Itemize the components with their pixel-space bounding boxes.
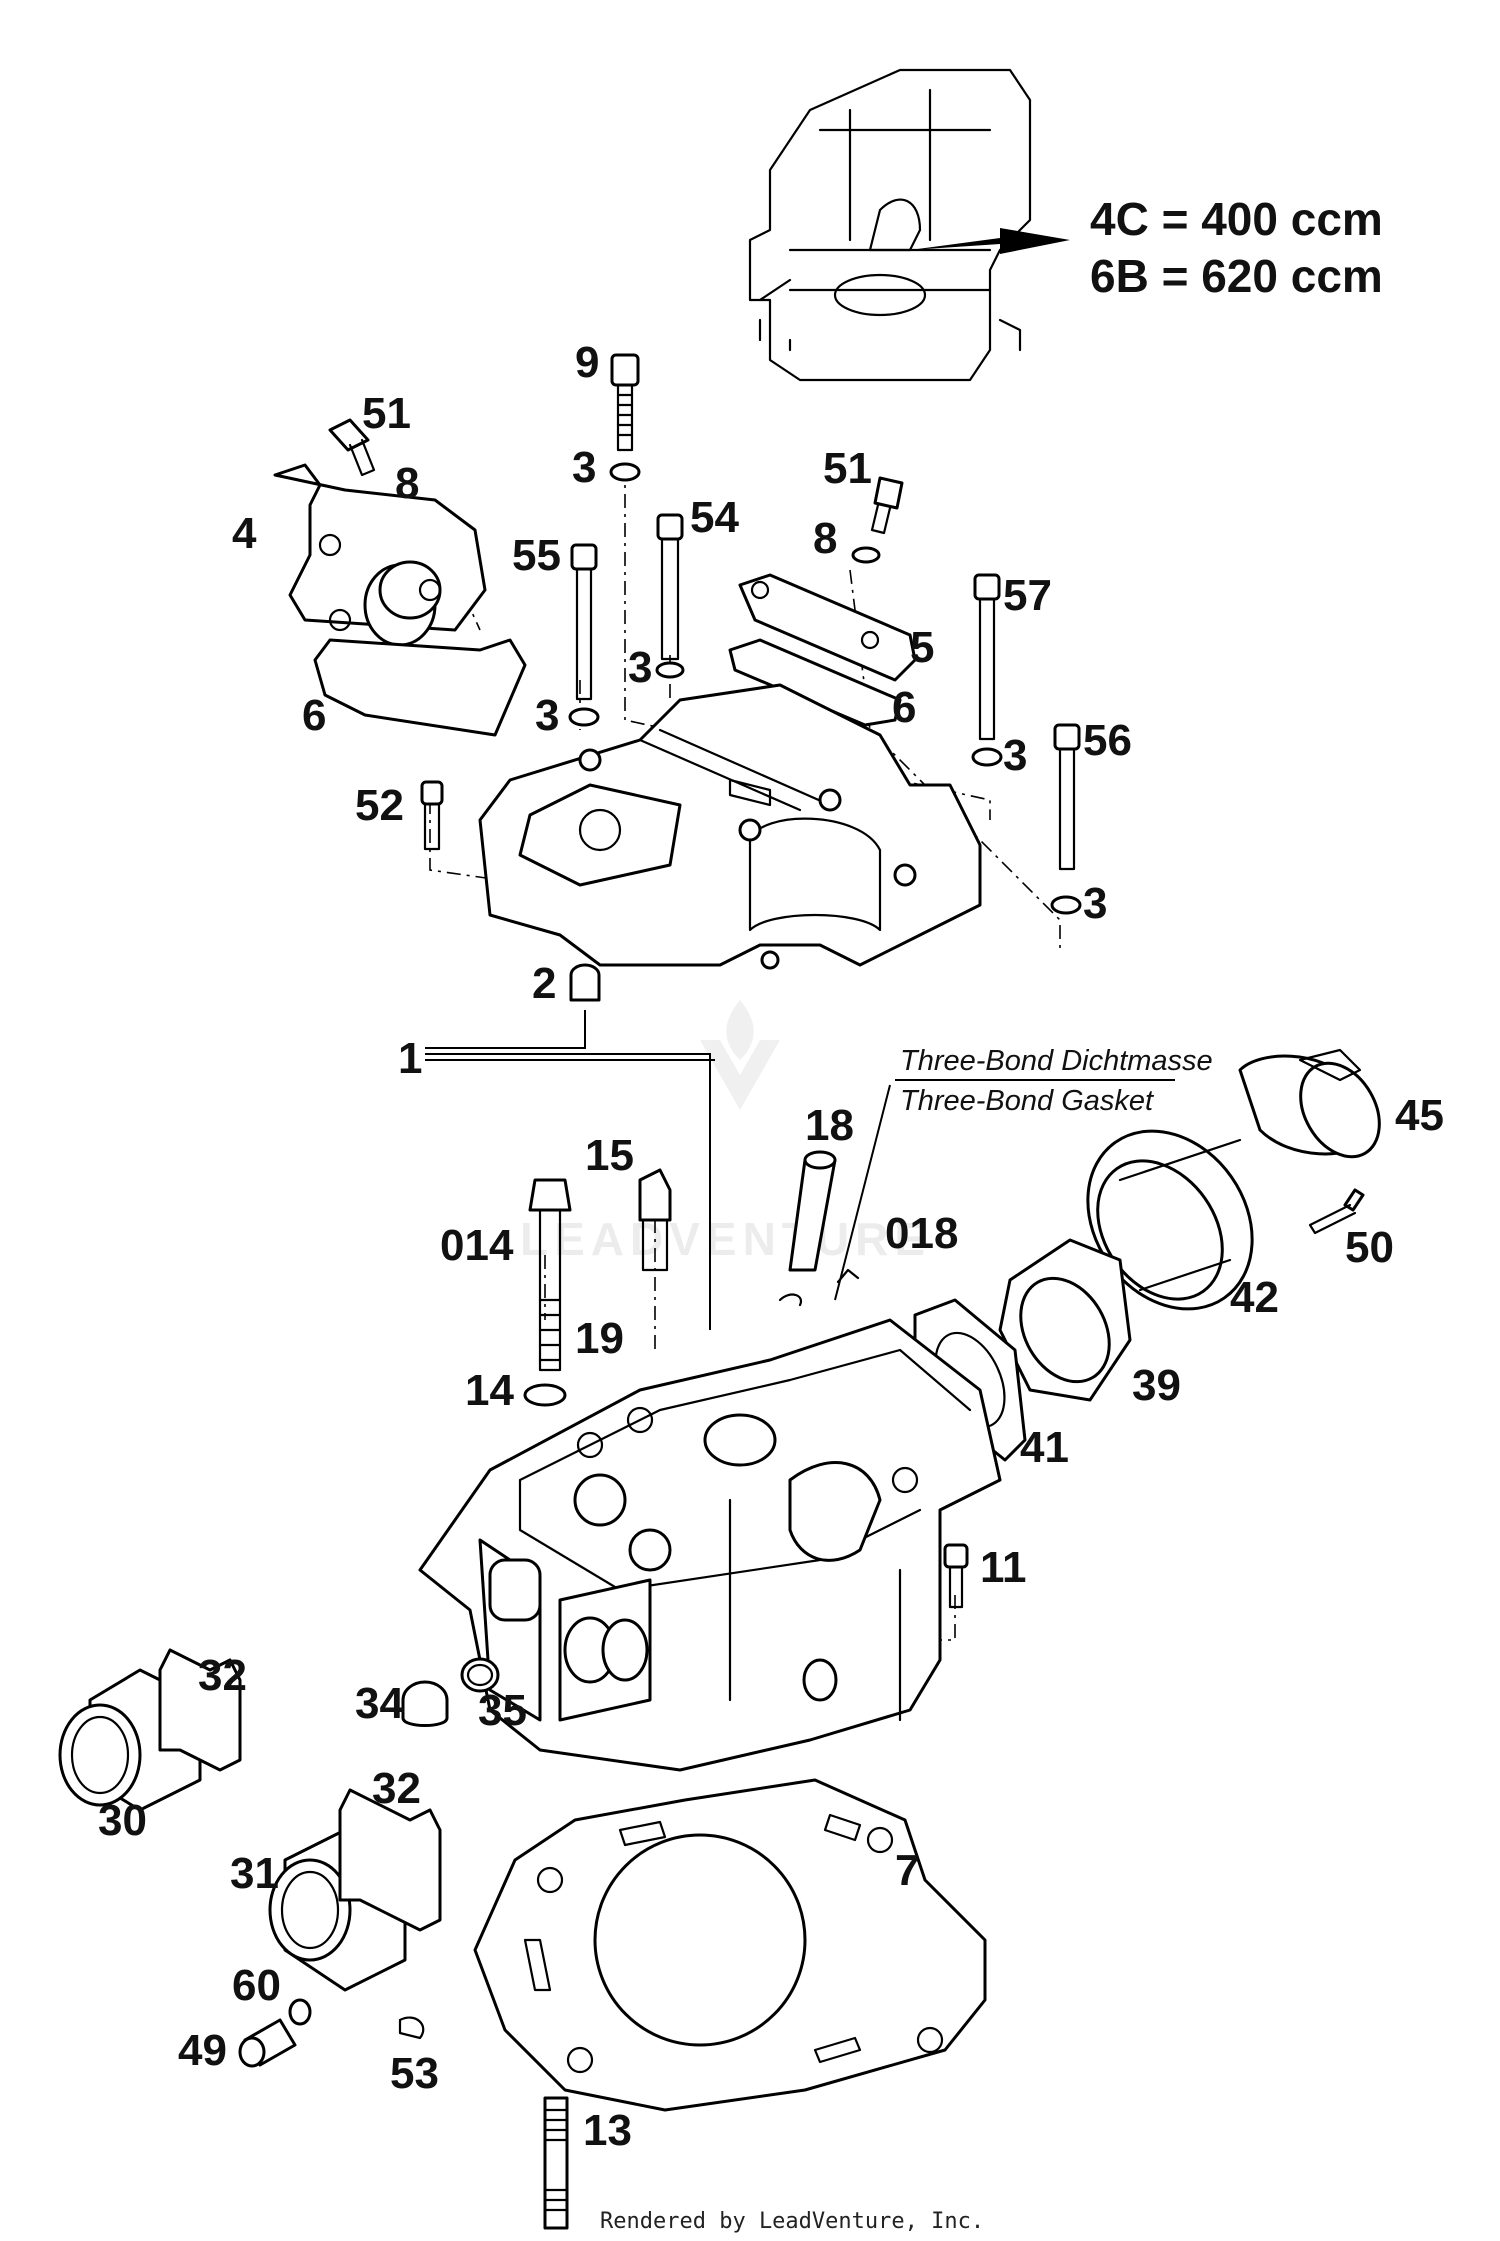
callout-53: 53	[390, 2049, 439, 2098]
screw-50	[1308, 1188, 1365, 1235]
callout-3-56: 3	[1083, 879, 1107, 928]
bolt-56	[1053, 723, 1081, 871]
callout-51-left: 51	[362, 389, 411, 438]
bolt-51-left	[328, 418, 376, 477]
footer-credit: Rendered by LeadVenture, Inc.	[600, 2209, 984, 2234]
callout-1: 1	[398, 1034, 422, 1083]
screw-11	[943, 1543, 969, 1609]
oring-018	[778, 1268, 860, 1307]
callout-42: 42	[1230, 1273, 1279, 1322]
gasket-32-right	[338, 1788, 442, 1932]
note-leader	[834, 1084, 891, 1301]
callout-3-57: 3	[1003, 731, 1027, 780]
washer-8-right	[851, 546, 881, 564]
washer-14	[523, 1383, 567, 1407]
valve-cover	[478, 683, 982, 970]
washer-3-top	[609, 462, 641, 482]
thermostat-housing-4	[273, 463, 487, 647]
callout-2: 2	[532, 959, 556, 1008]
engine-overview-sketch	[748, 68, 1070, 382]
clip-53	[398, 2016, 425, 2040]
callout-8-right: 8	[813, 514, 837, 563]
stud-13	[543, 2096, 569, 2230]
callout-35: 35	[478, 1686, 527, 1735]
callout-3-top: 3	[572, 443, 596, 492]
callout-14: 14	[465, 1366, 514, 1415]
callout-32-left: 32	[198, 1651, 247, 1700]
cylinder-head	[418, 1318, 1002, 1772]
callout-8-left: 8	[395, 459, 419, 508]
callout-45: 45	[1395, 1091, 1444, 1140]
gasket-6-left	[313, 638, 527, 737]
washer-3-55	[568, 707, 600, 727]
bolt-49	[238, 2018, 297, 2068]
callout-54: 54	[690, 493, 739, 542]
intake-flange-42	[1086, 1129, 1254, 1311]
callout-7: 7	[895, 1846, 919, 1895]
callout-13: 13	[583, 2106, 632, 2155]
leader-1-b	[425, 1053, 711, 1330]
bolt-9	[610, 353, 640, 452]
callout-41: 41	[1020, 1423, 1069, 1472]
callout-018: 018	[885, 1209, 958, 1258]
callout-55: 55	[512, 531, 561, 580]
callout-31: 31	[230, 1849, 279, 1898]
callout-57: 57	[1003, 571, 1052, 620]
engine-code-620: 6B = 620 ccm	[1090, 250, 1383, 302]
callout-50: 50	[1345, 1223, 1394, 1272]
callout-5: 5	[910, 623, 934, 672]
pointer-arrow-icon	[910, 228, 1070, 254]
bolt-55	[570, 543, 598, 701]
washer-3-57	[971, 747, 1003, 767]
note-gasket: Three-Bond Gasket	[900, 1085, 1155, 1117]
note-dichtmasse: Three-Bond Dichtmasse	[900, 1045, 1213, 1077]
callout-60: 60	[232, 1961, 281, 2010]
plug-2	[569, 963, 601, 1002]
leadventure-watermark: LEADVENTURE	[520, 1000, 931, 1265]
seal-ring-35-inner	[466, 1663, 494, 1687]
callout-51-right: 51	[823, 444, 872, 493]
plug-34	[401, 1680, 449, 1727]
washer-3-56	[1050, 895, 1082, 915]
callout-9: 9	[575, 338, 599, 387]
callout-39: 39	[1132, 1361, 1181, 1410]
bolt-54	[656, 513, 684, 661]
bolt-014	[528, 1178, 572, 1372]
callout-014: 014	[440, 1221, 514, 1270]
callout-15: 15	[585, 1131, 634, 1180]
callout-49: 49	[178, 2026, 227, 2075]
tube-18	[788, 1150, 837, 1272]
callout-34: 34	[355, 1679, 404, 1728]
callout-32-right: 32	[372, 1764, 421, 1813]
bolt-57	[973, 573, 1001, 741]
callout-18: 18	[805, 1101, 854, 1150]
callout-11: 11	[980, 1543, 1027, 1592]
callout-6-right: 6	[892, 683, 916, 732]
callout-56: 56	[1083, 716, 1132, 765]
clip-60	[288, 1998, 312, 2026]
cover-5	[738, 573, 917, 682]
gasket-6-right	[728, 638, 902, 727]
callout-19: 19	[575, 1314, 624, 1363]
callout-labels: 9 51 8 3 51 4 54 8 55 57 5 3 6 6 3 3 56 …	[98, 338, 1444, 2155]
head-gasket-7	[473, 1778, 987, 2112]
clamp-45	[1238, 1048, 1381, 1159]
flange-39	[998, 1238, 1132, 1402]
watermark-text: LEADVENTURE	[520, 1213, 931, 1265]
bolt-52	[420, 780, 444, 851]
callout-6-left: 6	[302, 691, 326, 740]
washer-3-54	[655, 661, 685, 679]
engine-code-400: 4C = 400 ccm	[1090, 193, 1383, 245]
bolt-51-right	[870, 476, 904, 535]
callout-52: 52	[355, 781, 404, 830]
gasket-32-left	[158, 1648, 242, 1772]
leader-1-a	[425, 1010, 586, 1049]
callout-30: 30	[98, 1796, 147, 1845]
sensor-15	[638, 1168, 672, 1272]
callout-3-55: 3	[535, 691, 559, 740]
callout-3-54: 3	[628, 643, 652, 692]
callout-4: 4	[232, 509, 257, 558]
